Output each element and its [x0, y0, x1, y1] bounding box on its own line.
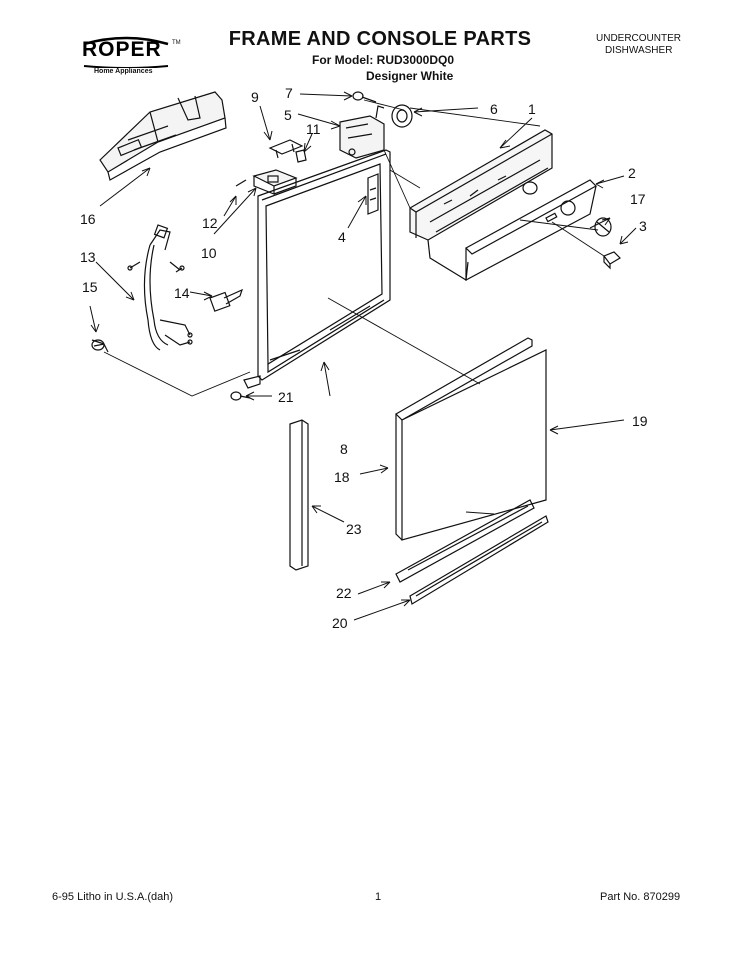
- part-23-side-strip: [289, 419, 309, 571]
- part-11-clip: [295, 149, 307, 163]
- trademark-mark: TM: [172, 40, 181, 46]
- callout-14: 14: [174, 285, 190, 301]
- footer-part-number: Part No. 870299: [600, 891, 681, 903]
- brand-logo: [82, 36, 170, 69]
- page-title: FRAME AND CONSOLE PARTS: [228, 28, 532, 50]
- callout-labels: 1 2 3 4 5 6 7 8 9 10 11 12 13 14 15 16 1…: [80, 85, 648, 631]
- part-22-trim-strip: [395, 499, 535, 583]
- part-2-panel-insert: [465, 179, 597, 281]
- callout-5: 5: [284, 107, 292, 123]
- part-7-screw: [352, 91, 377, 103]
- part-4-bracket: [367, 173, 379, 215]
- callout-23: 23: [346, 521, 362, 537]
- callout-6: 6: [490, 101, 498, 117]
- part-9-latch: [268, 139, 304, 159]
- part-5-switch-bracket: [339, 105, 385, 159]
- callout-3: 3: [639, 218, 647, 234]
- callout-11: 11: [306, 121, 321, 137]
- callout-13: 13: [80, 249, 96, 265]
- alignment-lines: [103, 99, 605, 515]
- category-line-2: DISHWASHER: [605, 45, 673, 56]
- footer-page-number: 1: [375, 891, 382, 903]
- callout-21: 21: [278, 389, 294, 405]
- logo-text: ROPER: [82, 38, 162, 61]
- leader-lines: [89, 91, 637, 621]
- callout-12: 12: [202, 215, 218, 231]
- callout-7: 7: [285, 85, 293, 101]
- part-15-screw: [91, 339, 109, 353]
- part-12-spring: [235, 179, 247, 187]
- part-19-door-panel: [395, 337, 547, 541]
- callout-19: 19: [632, 413, 648, 429]
- callout-18: 18: [334, 469, 350, 485]
- part-20-trim-strip: [409, 515, 549, 605]
- part-14-connector: [209, 288, 243, 312]
- part-16-end-cap: [99, 91, 227, 181]
- part-8-door-frame: [243, 149, 391, 389]
- callout-16: 16: [80, 211, 96, 227]
- callout-8: 8: [340, 441, 348, 457]
- callout-9: 9: [251, 89, 259, 105]
- footer-litho: 6-95 Litho in U.S.A.(dah): [52, 891, 174, 903]
- category-line-1: UNDERCOUNTER: [596, 33, 681, 44]
- callout-15: 15: [82, 279, 98, 295]
- callout-10: 10: [201, 245, 217, 261]
- callout-4: 4: [338, 229, 346, 245]
- callout-17: 17: [630, 191, 646, 207]
- logo-tagline: Home Appliances: [94, 68, 153, 75]
- part-1-console: [409, 129, 553, 282]
- callout-22: 22: [336, 585, 352, 601]
- callout-2: 2: [628, 165, 636, 181]
- callout-20: 20: [332, 615, 348, 631]
- model-line: For Model: RUD3000DQ0: [312, 53, 455, 67]
- part-6-knob: [391, 104, 413, 128]
- callout-1: 1: [528, 101, 536, 117]
- part-3-button: [603, 251, 621, 270]
- part-13-wire-harness: [127, 224, 193, 351]
- color-line: Designer White: [366, 69, 454, 83]
